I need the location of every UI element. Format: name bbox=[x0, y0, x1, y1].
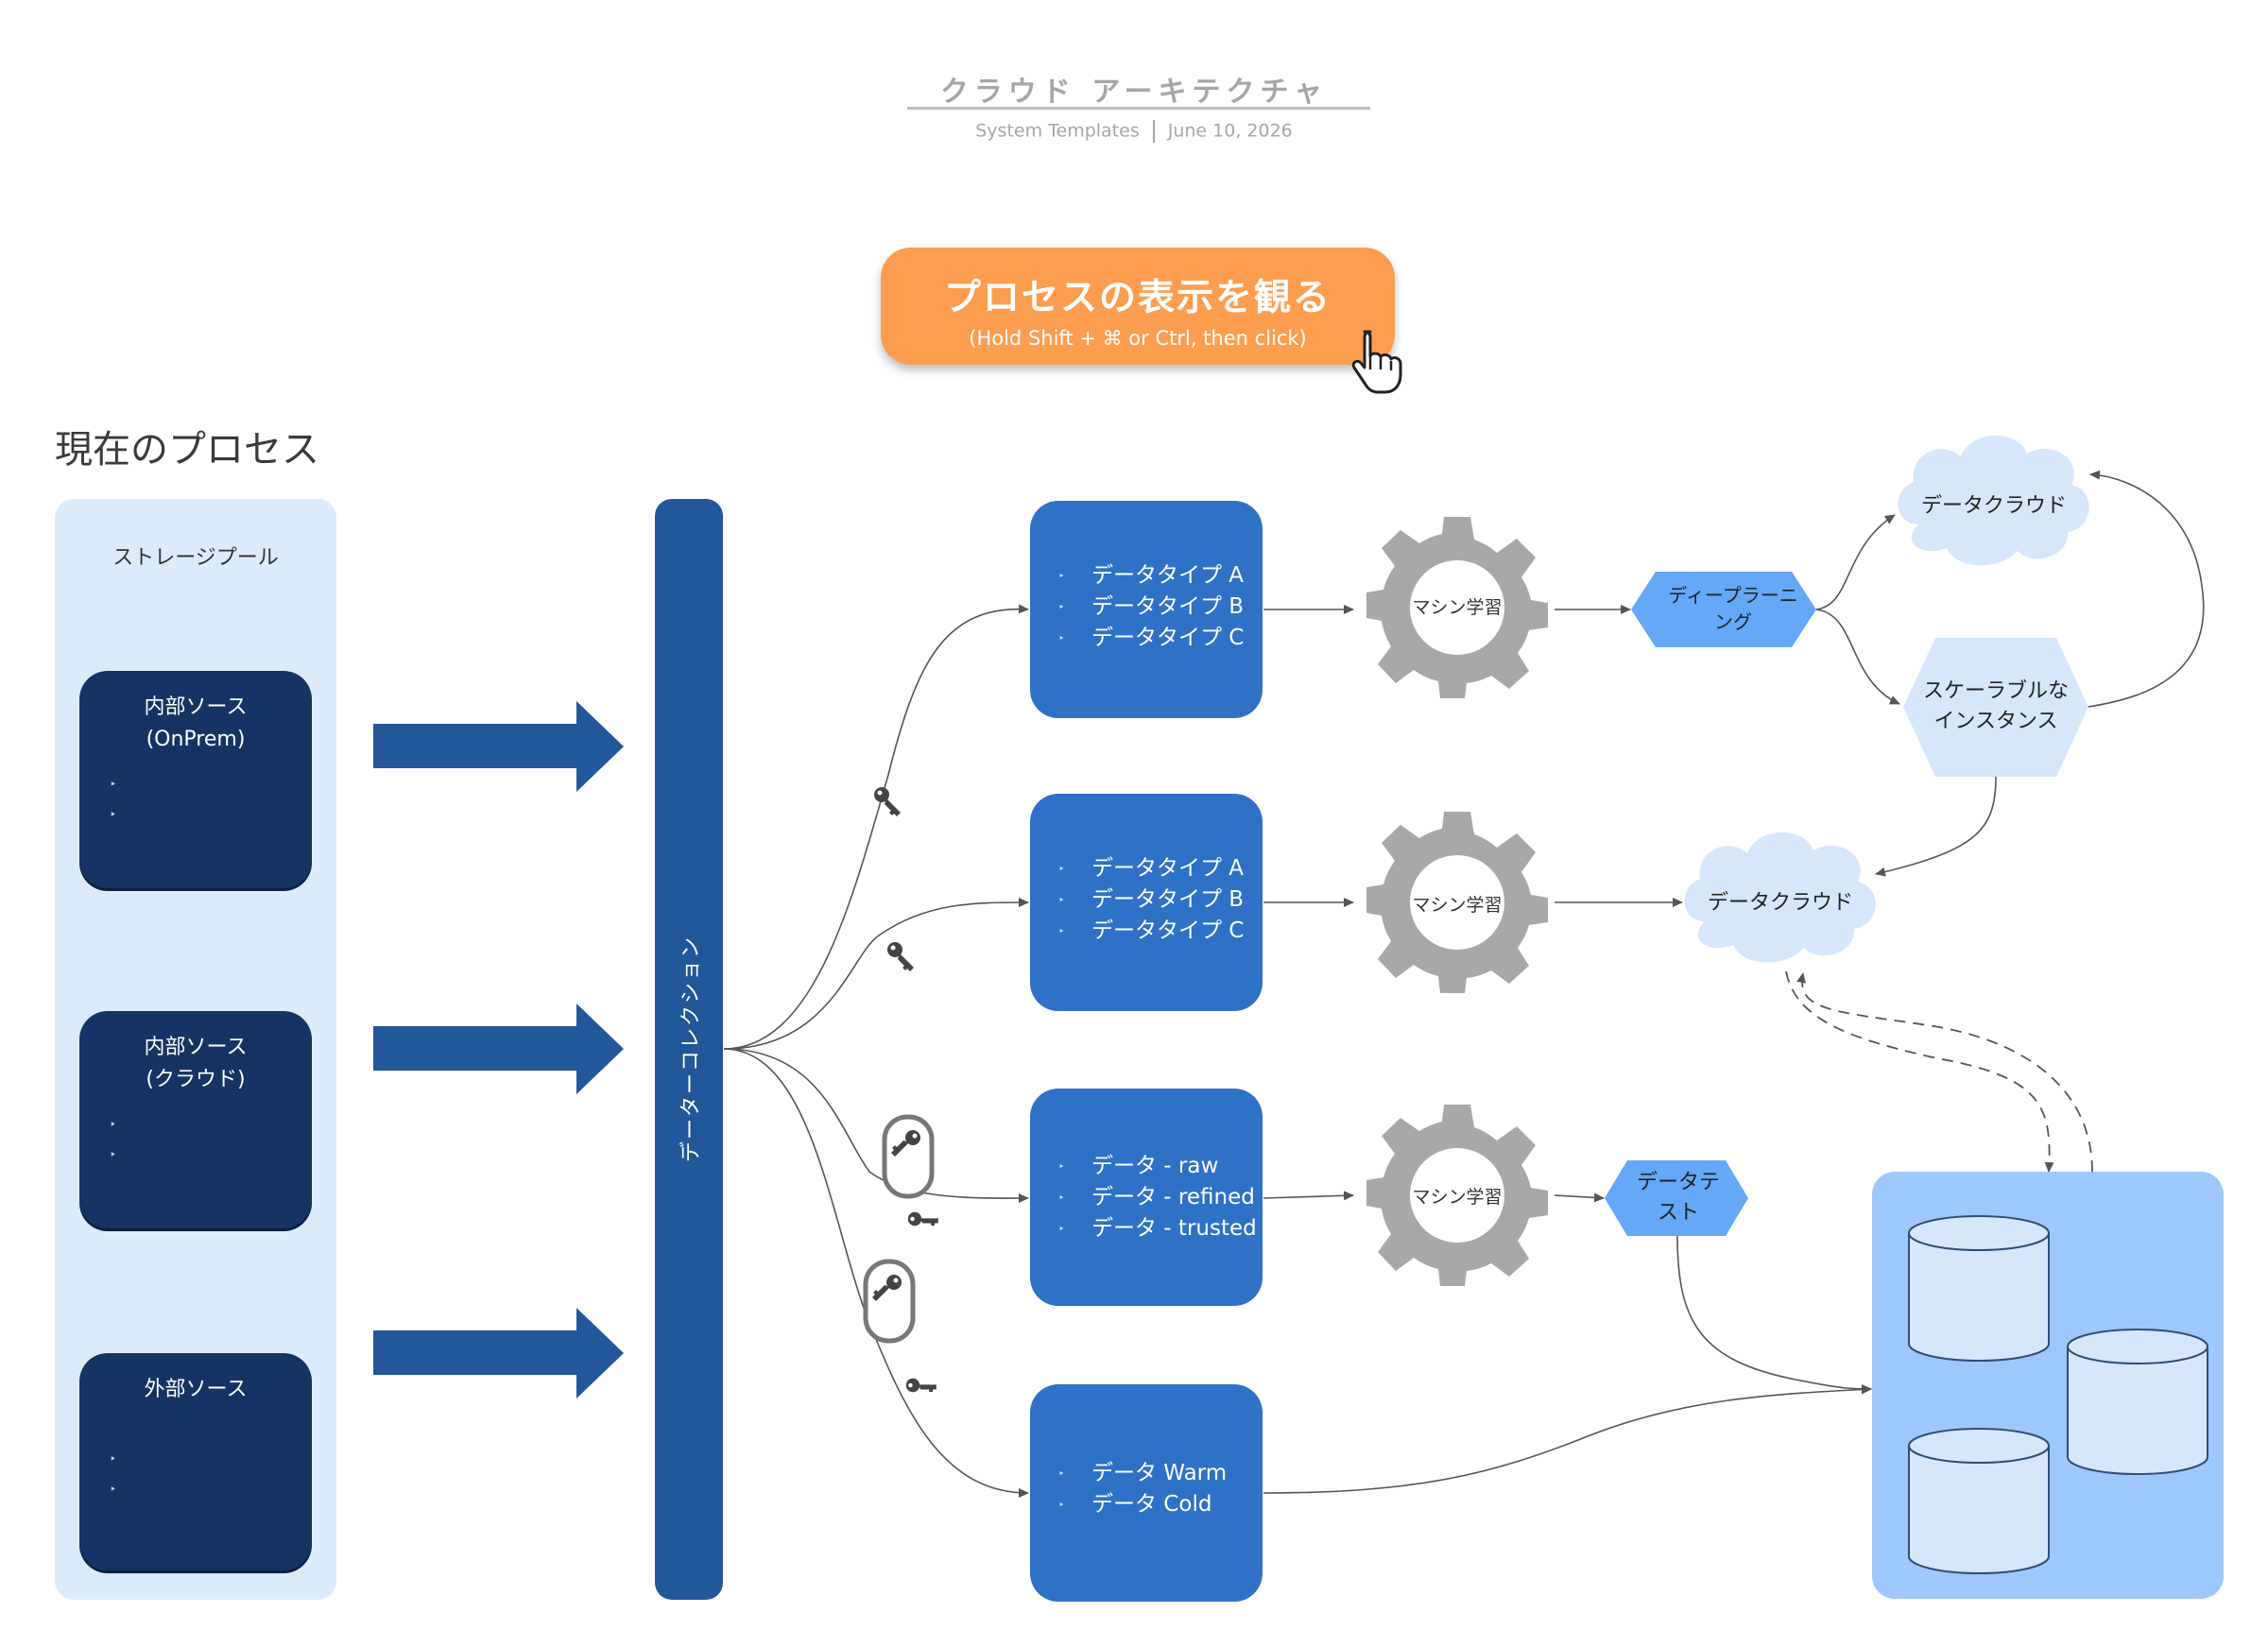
scalable-instances-label: スケーラブルな インスタンス bbox=[1922, 679, 2069, 733]
bullet-marker: ‣ bbox=[1058, 925, 1065, 937]
source-box-internal-onprem: 内部ソース (OnPrem) ‣ ‣ bbox=[79, 671, 312, 888]
source-bullets: ‣ ‣ bbox=[110, 1109, 116, 1170]
data-collection-bar bbox=[655, 499, 723, 1600]
data-test-label: データテ スト bbox=[1636, 1171, 1720, 1225]
hand-cursor-icon bbox=[1351, 330, 1402, 394]
list-item: ‣データ - refined bbox=[1058, 1182, 1257, 1213]
data-cloud-mid-label: データクラウド bbox=[1707, 891, 1853, 915]
machine-learning-label: マシン学習 bbox=[1412, 597, 1503, 618]
scalable-instances-node bbox=[1903, 638, 2088, 777]
database-cylinder-icon bbox=[1908, 1215, 2050, 1362]
data-temperature-box: ‣データ Warm ‣データ Cold bbox=[1030, 1384, 1263, 1602]
document-subtitle: System Templates June 10, 2026 bbox=[850, 120, 1418, 143]
bullet-marker: ‣ bbox=[110, 1148, 117, 1161]
bullet-marker: ‣ bbox=[1058, 894, 1065, 906]
data-test-node bbox=[1605, 1160, 1748, 1236]
list-item: ‣データ Warm bbox=[1058, 1458, 1227, 1489]
data-cloud-top-label: データクラウド bbox=[1920, 494, 2067, 518]
bullet-marker: ‣ bbox=[1058, 601, 1065, 613]
source-title: 内部ソース (OnPrem) bbox=[144, 695, 248, 751]
document-source: System Templates bbox=[975, 120, 1140, 142]
section-title: 現在のプロセス bbox=[55, 428, 319, 472]
data-quality-box: ‣データ - raw ‣データ - refined ‣データ - trusted bbox=[1030, 1089, 1263, 1306]
document-title: クラウド アーキテクチャ bbox=[939, 76, 1329, 109]
list-item: ‣データタイプ C bbox=[1058, 623, 1244, 654]
bullet-marker: ‣ bbox=[110, 1483, 117, 1496]
bullet-marker: ‣ bbox=[110, 1118, 117, 1131]
bullet-marker: ‣ bbox=[1058, 1499, 1065, 1511]
list-item: ‣データタイプ C bbox=[1058, 916, 1244, 947]
list-item: ‣データタイプ A bbox=[1058, 853, 1244, 884]
bullet-marker: ‣ bbox=[110, 778, 117, 791]
data-quality-list: ‣データ - raw ‣データ - refined ‣データ - trusted bbox=[1058, 1151, 1257, 1244]
list-item: ‣データタイプ A bbox=[1058, 560, 1244, 592]
source-bullets: ‣ ‣ bbox=[110, 1444, 116, 1504]
data-type-box-1: ‣データタイプ A ‣データタイプ B ‣データタイプ C bbox=[1030, 501, 1263, 718]
database-cylinder-icon bbox=[2067, 1329, 2208, 1475]
bullet-marker: ‣ bbox=[1058, 863, 1065, 875]
watch-process-hint: (Hold Shift + ⌘ or Ctrl, then click) bbox=[969, 327, 1307, 350]
data-temperature-list: ‣データ Warm ‣データ Cold bbox=[1058, 1458, 1227, 1520]
source-title: 内部ソース (クラウド) bbox=[144, 1036, 248, 1091]
watch-process-label: プロセスの表示を観る bbox=[943, 277, 1332, 319]
thick-arrow-3 bbox=[373, 1308, 624, 1398]
list-item: ‣データ Cold bbox=[1058, 1489, 1227, 1520]
bullet-marker: ‣ bbox=[110, 1452, 117, 1466]
data-type-list: ‣データタイプ A ‣データタイプ B ‣データタイプ C bbox=[1058, 560, 1244, 654]
bullet-marker: ‣ bbox=[1058, 1223, 1065, 1235]
deep-learning-node bbox=[1631, 572, 1816, 647]
deep-learning-label: ディープラーニ ング bbox=[1668, 584, 1798, 633]
database-cylinder-icon bbox=[1908, 1428, 2050, 1574]
thick-arrow-2 bbox=[373, 1004, 624, 1094]
source-box-external: 外部ソース ‣ ‣ bbox=[79, 1353, 312, 1570]
storage-pool-title: ストレージプール bbox=[112, 546, 279, 570]
bullet-marker: ‣ bbox=[1058, 570, 1065, 582]
list-item: ‣データ - raw bbox=[1058, 1151, 1257, 1182]
subtitle-separator bbox=[1152, 120, 1155, 143]
bullet-marker: ‣ bbox=[110, 808, 117, 821]
list-item: ‣データタイプ B bbox=[1058, 592, 1244, 623]
document-date: June 10, 2026 bbox=[1167, 120, 1293, 142]
bullet-marker: ‣ bbox=[1058, 1160, 1065, 1173]
bullet-marker: ‣ bbox=[1058, 632, 1065, 644]
title-divider bbox=[907, 107, 1370, 110]
thick-arrow-1 bbox=[373, 701, 624, 792]
watch-process-button[interactable]: プロセスの表示を観る (Hold Shift + ⌘ or Ctrl, then… bbox=[881, 248, 1395, 365]
machine-learning-label: マシン学習 bbox=[1412, 895, 1503, 916]
source-to-collector-arrows bbox=[373, 701, 624, 1398]
source-box-internal-cloud: 内部ソース (クラウド) ‣ ‣ bbox=[79, 1011, 312, 1228]
data-type-list: ‣データタイプ A ‣データタイプ B ‣データタイプ C bbox=[1058, 853, 1244, 947]
list-item: ‣データタイプ B bbox=[1058, 884, 1244, 916]
data-type-box-2: ‣データタイプ A ‣データタイプ B ‣データタイプ C bbox=[1030, 794, 1263, 1011]
source-title: 外部ソース bbox=[144, 1378, 248, 1401]
collector-connectors bbox=[723, 604, 1029, 1498]
source-bullets: ‣ ‣ bbox=[110, 769, 116, 830]
bullet-marker: ‣ bbox=[1058, 1192, 1065, 1204]
list-item: ‣データ - trusted bbox=[1058, 1213, 1257, 1244]
machine-learning-label: マシン学習 bbox=[1412, 1187, 1503, 1208]
bullet-marker: ‣ bbox=[1058, 1467, 1065, 1480]
